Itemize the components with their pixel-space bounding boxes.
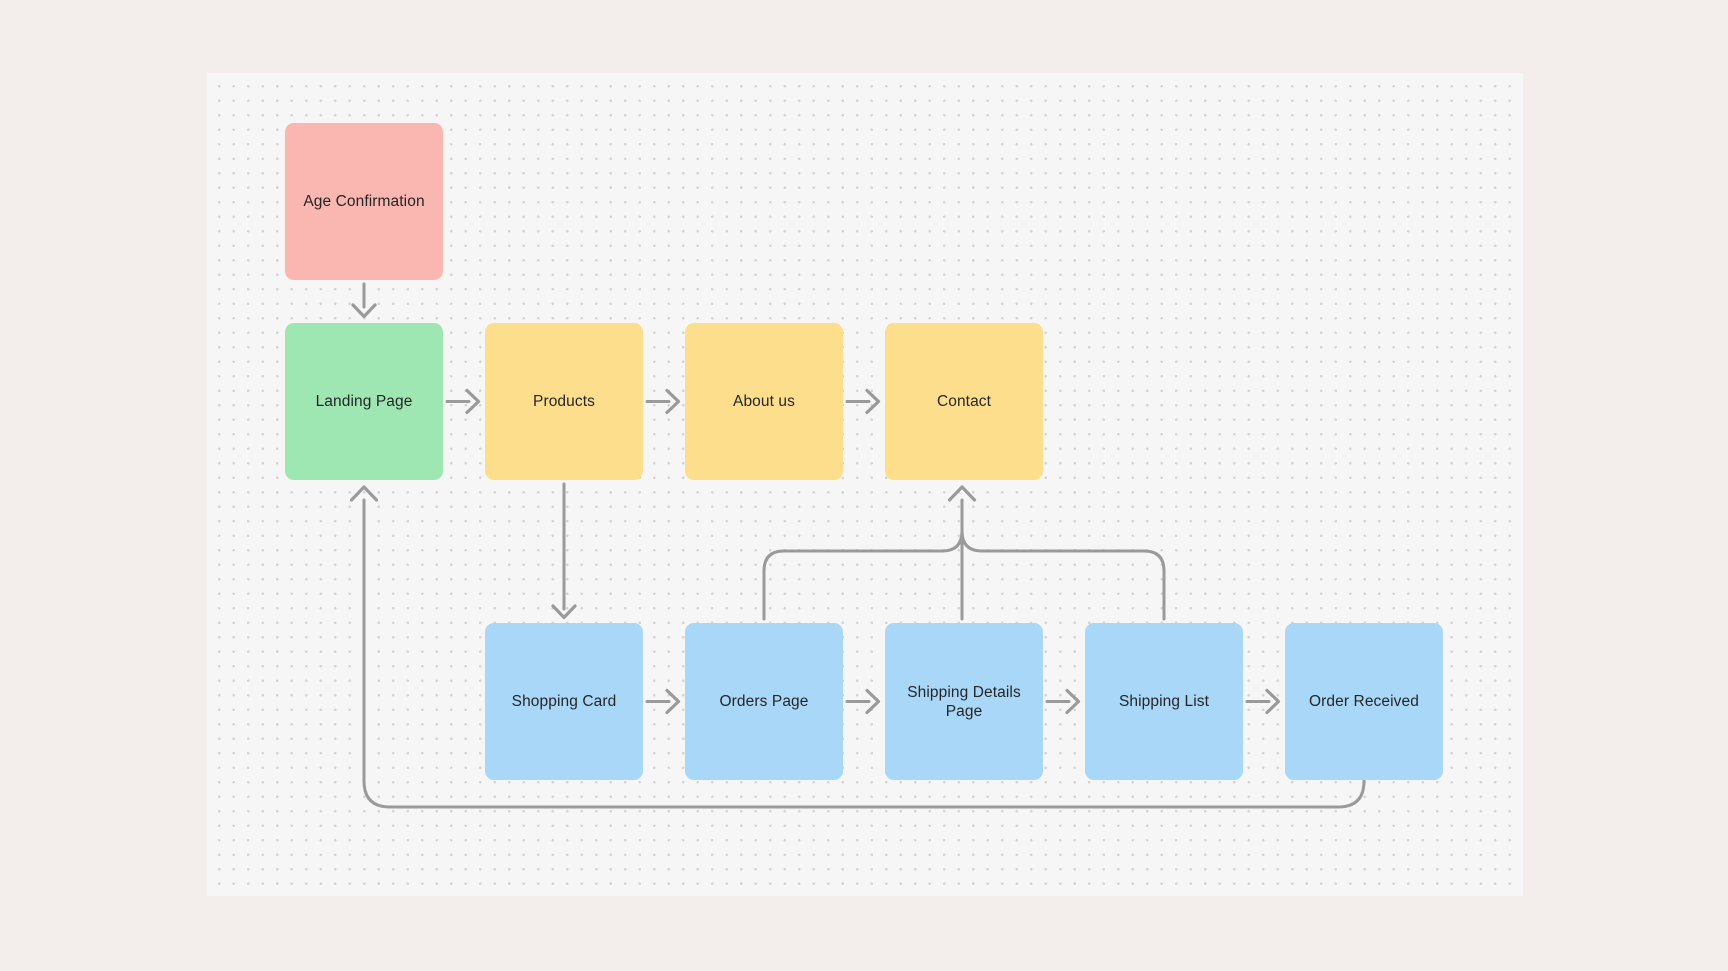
node-landing-page[interactable]: Landing Page [285,323,443,480]
edge-order-received-to-landing-page[interactable] [362,498,1366,809]
node-age-confirmation[interactable]: Age Confirmation [285,123,443,280]
node-label: Age Confirmation [303,193,425,210]
arrowhead-up-icon [947,485,977,502]
node-label: Landing Page [315,393,413,410]
node-label: Products [533,393,595,410]
arrowhead-right-icon [1065,688,1081,715]
node-about-us[interactable]: About us [685,323,843,480]
node-orders-page[interactable]: Orders Page [685,623,843,780]
arrowhead-right-icon [465,388,481,415]
node-order-received[interactable]: Order Received [1285,623,1443,780]
node-shipping-list[interactable]: Shipping List [1085,623,1243,780]
node-label: Orders Page [719,693,809,710]
node-label: Order Received [1309,693,1419,710]
arrowhead-right-icon [865,388,881,415]
arrowhead-up-icon [349,485,379,502]
arrowhead-right-icon [665,688,681,715]
node-shopping-card[interactable]: Shopping Card [485,623,643,780]
node-label: About us [733,393,795,410]
node-label: Shopping Card [511,693,617,710]
node-shipping-details-page[interactable]: Shipping Details Page [885,623,1043,780]
node-contact[interactable]: Contact [885,323,1043,480]
arrowhead-down-icon [551,604,577,620]
arrowhead-right-icon [1265,688,1281,715]
node-label: Shipping Details Page [907,683,1021,720]
arrowhead-right-icon [665,388,681,415]
node-products[interactable]: Products [485,323,643,480]
node-label: Shipping List [1118,693,1210,710]
node-label: Contact [936,393,992,410]
arrowhead-down-icon [351,303,377,319]
arrowhead-right-icon [865,688,881,715]
